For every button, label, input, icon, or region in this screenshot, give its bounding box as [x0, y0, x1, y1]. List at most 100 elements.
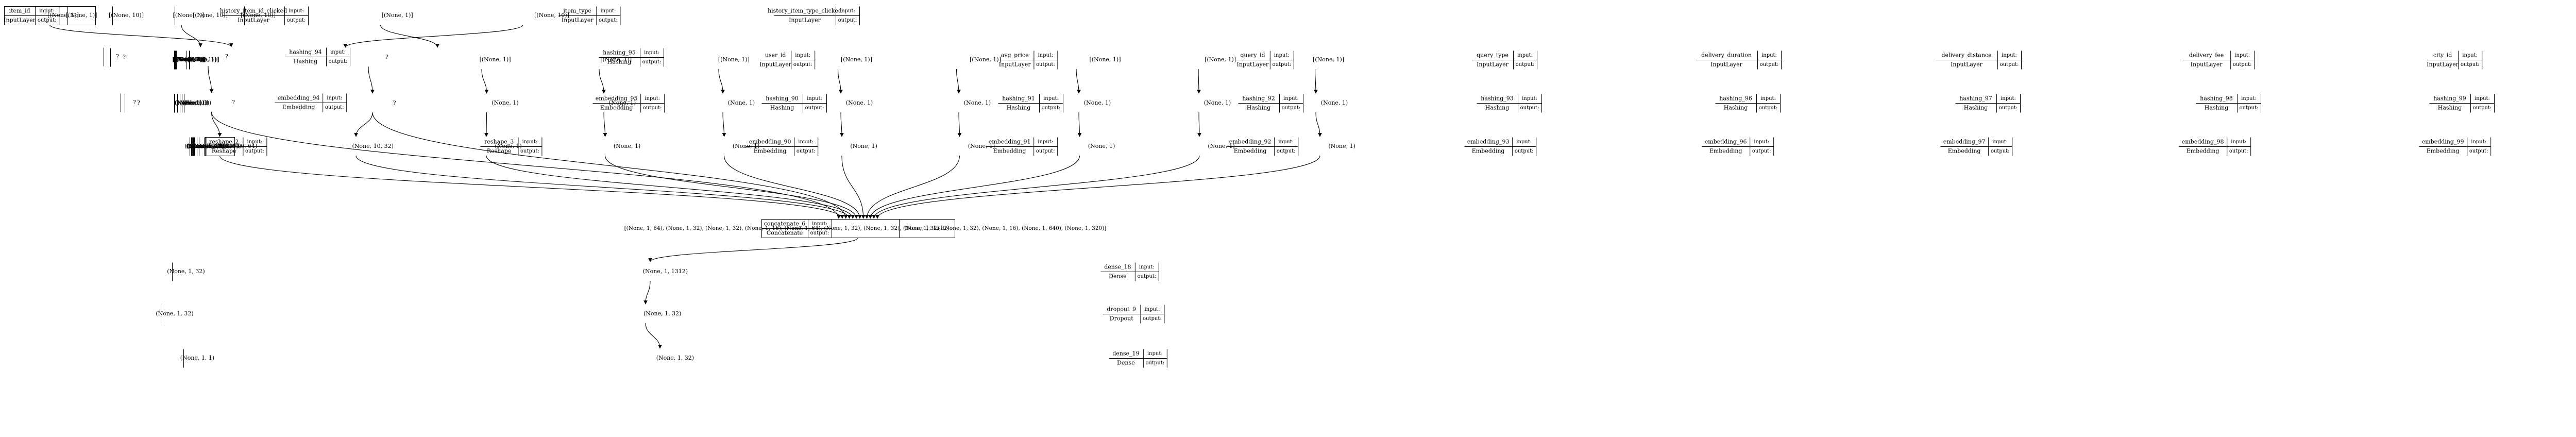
- output-label: output:: [1272, 62, 1291, 68]
- edge-item_id-to-hashing_94: [49, 24, 233, 47]
- input-label: input:: [1516, 139, 1532, 145]
- output-shape: (None, 1): [175, 99, 202, 106]
- input-label: input:: [247, 139, 262, 145]
- layer-name: concatenate_6: [764, 221, 806, 227]
- layer-name: item_id: [9, 8, 30, 14]
- layer-type: InputLayer: [1951, 61, 1983, 68]
- layer-node-embedding_93[interactable]: embedding_93Embeddinginput:output:(None,…: [187, 137, 1537, 156]
- output-label: output:: [810, 230, 829, 236]
- layer-node-avg_price[interactable]: avg_priceInputLayerinput:output:[(None, …: [173, 51, 1058, 70]
- edge-hashing_93-to-embedding_93: [840, 112, 844, 137]
- output-label: output:: [643, 105, 662, 111]
- output-shape: [(None, 1)]: [173, 56, 204, 63]
- input-shape: (None, 10, 64): [216, 143, 257, 149]
- edge-delivery_fee-to-hashing_98: [1197, 69, 1201, 94]
- output-label: output:: [1282, 105, 1301, 111]
- layer-type: InputLayer: [2191, 61, 2223, 68]
- output-shape: [(None, 1)]: [173, 56, 205, 63]
- output-shape: [(None, 10)]: [109, 12, 144, 19]
- output-label: output:: [1516, 62, 1535, 68]
- output-shape: (None, 1, 32): [156, 310, 193, 317]
- layer-type: Embedding: [282, 104, 315, 110]
- edge-avg_price-to-hashing_91: [599, 69, 606, 94]
- input-label: input:: [1147, 351, 1163, 357]
- input-shape: (None, 1): [728, 99, 755, 106]
- input-label: input:: [1760, 96, 1776, 102]
- layer-node-embedding_91[interactable]: embedding_91Embeddinginput:output:(None,…: [192, 137, 1058, 156]
- layer-type: Embedding: [2427, 147, 2460, 154]
- output-shape: (None, 1): [178, 99, 205, 106]
- layer-node-embedding_98[interactable]: embedding_98Embeddinginput:output:(None,…: [187, 137, 2251, 156]
- output-label: output:: [38, 18, 57, 23]
- layer-node-concatenate_6[interactable]: concatenate_6Concatenateinput:output:[(N…: [624, 219, 1107, 238]
- input-shape: (None, 1): [1321, 99, 1348, 106]
- output-shape: [(None, 1)]: [174, 56, 205, 63]
- edge-embedding_96-to-concatenate_6: [865, 155, 960, 219]
- layer-name: embedding_90: [749, 139, 791, 145]
- edge-hashing_92-to-embedding_92: [722, 112, 726, 137]
- layer-node-embedding_97[interactable]: embedding_97Embeddinginput:output:(None,…: [186, 137, 2013, 156]
- output-label: output:: [793, 62, 812, 68]
- input-label: input:: [522, 139, 537, 145]
- output-label: output:: [1042, 105, 1061, 111]
- layer-node-embedding_99[interactable]: embedding_99Embeddinginput:output:(None,…: [188, 137, 2492, 156]
- layer-type: Hashing: [1724, 104, 1748, 111]
- layer-node-delivery_distance[interactable]: delivery_distanceInputLayerinput:output:…: [188, 51, 2022, 70]
- layer-type: InputLayer: [562, 16, 594, 23]
- input-label: input:: [840, 8, 855, 14]
- layer-node-delivery_duration[interactable]: delivery_durationInputLayerinput:output:…: [188, 51, 1782, 70]
- input-label: input:: [1038, 53, 1053, 58]
- output-shape: (None, 1, 64): [194, 143, 231, 149]
- input-shape: [(None, 1)]: [47, 12, 79, 19]
- edge-history_item_id_clicked-to-hashing_94: [181, 24, 202, 47]
- layer-node-history_item_id_clicked[interactable]: history_item_id_clickedInputLayerinput:o…: [109, 6, 309, 25]
- output-label: output:: [838, 18, 857, 23]
- output-shape: (None, 1, 16): [187, 143, 224, 149]
- edge-dropout_9-to-dense_19: [645, 323, 662, 349]
- layer-name: dropout_9: [1107, 306, 1136, 313]
- layer-node-item_type[interactable]: item_typeInputLayerinput:output:[(None, …: [173, 6, 621, 25]
- layer-name: embedding_91: [989, 139, 1031, 145]
- layer-name: reshape_2: [209, 139, 239, 145]
- layer-node-delivery_fee[interactable]: delivery_feeInputLayerinput:output:[(Non…: [185, 51, 2255, 70]
- input-shape: (None, 1): [609, 99, 636, 106]
- input-label: input:: [1283, 96, 1299, 102]
- edge-hashing_94-to-embedding_94: [208, 65, 214, 93]
- input-shape: ?: [225, 53, 228, 60]
- layer-node-embedding_92[interactable]: embedding_92Embeddinginput:output:(None,…: [189, 137, 1299, 156]
- layer-name: hashing_94: [289, 49, 322, 56]
- edge-embedding_90-to-concatenate_6: [486, 155, 855, 219]
- output-label: output:: [329, 59, 348, 64]
- input-label: input:: [2462, 53, 2478, 58]
- input-shape: (None, 1): [1084, 99, 1111, 106]
- layer-type: Hashing: [2205, 104, 2229, 111]
- edge-city_id-to-hashing_99: [1314, 69, 1318, 94]
- layer-node-history_item_type_clicked[interactable]: history_item_type_clickedInputLayerinput…: [241, 6, 860, 25]
- output-label: output:: [642, 59, 662, 65]
- input-shape: [(None, 10)]: [193, 12, 228, 19]
- layer-node-embedding_90[interactable]: embedding_90Embeddinginput:output:(None,…: [194, 137, 819, 156]
- input-shape: (None, 1): [492, 99, 518, 106]
- layer-node-embedding_96[interactable]: embedding_96Embeddinginput:output:(None,…: [184, 137, 1774, 156]
